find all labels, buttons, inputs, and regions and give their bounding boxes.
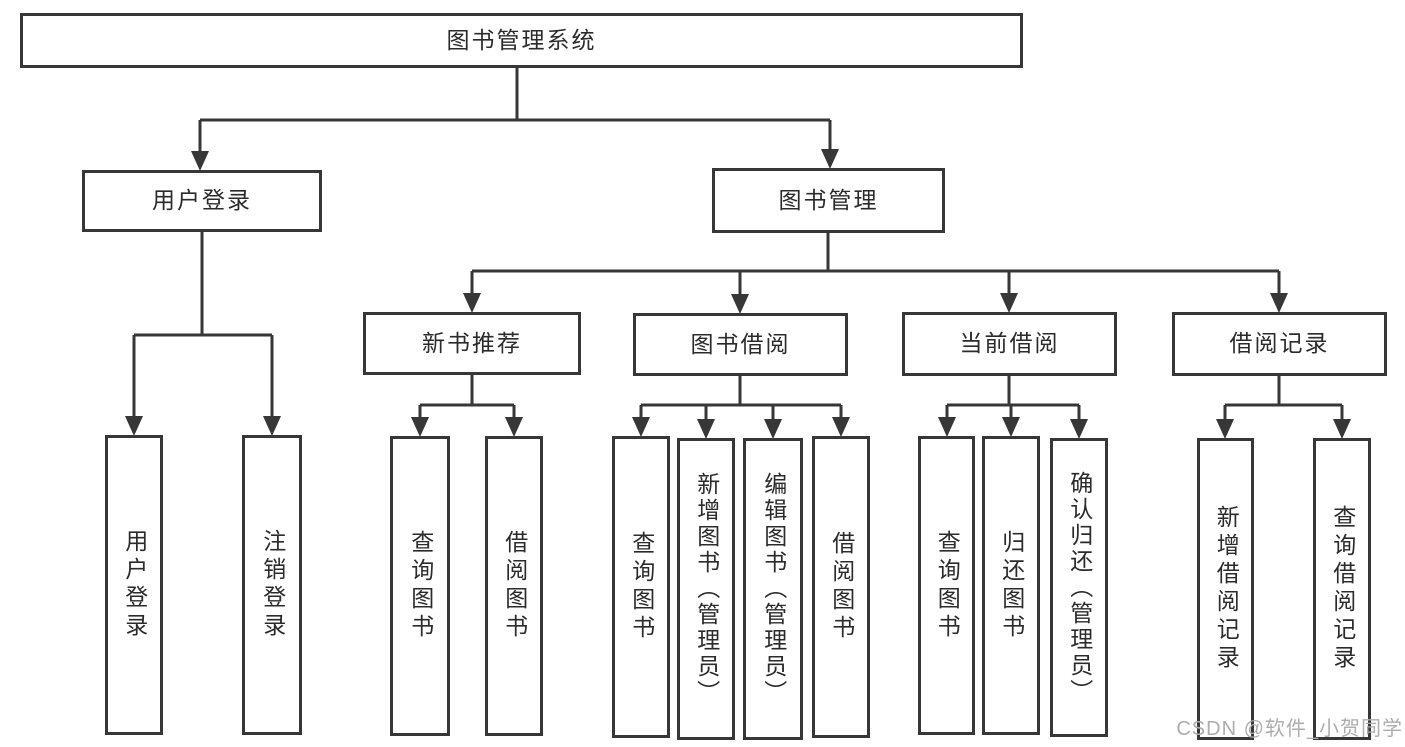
leaf-add-book-admin: 新增图书（管理员） [677,438,735,740]
leaf-borrow-books-borrowing: 借阅图书 [812,436,870,738]
leaf-logout: 注销登录 [242,435,302,735]
leaf-query-books-current: 查询图书 [918,436,975,735]
node-book-borrowing: 图书借阅 [633,313,848,376]
node-user-login: 用户登录 [82,170,322,232]
arrow-down-icon [938,417,956,437]
node-borrowing-records: 借阅记录 [1172,312,1387,376]
node-book-management: 图书管理 [712,168,945,233]
arrow-down-icon [1000,293,1018,313]
arrow-down-icon [1333,419,1351,439]
leaf-edit-book-admin: 编辑图书（管理员） [743,438,803,740]
arrow-down-icon [1270,293,1288,313]
arrow-down-icon [697,419,715,439]
arrow-down-icon [191,151,209,171]
arrow-down-icon [1002,417,1020,437]
arrow-down-icon [764,419,782,439]
csdn-watermark: CSDN @软件_小贺同学 [1176,718,1403,740]
leaf-return-book: 归还图书 [982,436,1040,735]
leaf-confirm-return-admin: 确认归还（管理员） [1050,438,1108,737]
node-new-book-recommendation: 新书推荐 [363,312,581,375]
leaf-query-books-borrowing: 查询图书 [612,436,670,738]
arrow-down-icon [632,417,650,437]
leaf-borrow-books-recommend: 借阅图书 [485,436,543,736]
arrow-down-icon [821,149,839,169]
node-root-library-system: 图书管理系统 [20,13,1023,68]
leaf-user-login: 用户登录 [105,435,163,735]
leaf-query-borrow-record: 查询借阅记录 [1313,438,1371,740]
arrow-down-icon [1070,419,1088,439]
arrow-down-icon [1216,419,1234,439]
node-current-borrowing: 当前借阅 [902,312,1117,376]
arrow-down-icon [505,417,523,437]
arrow-down-icon [731,294,749,314]
arrow-down-icon [832,417,850,437]
arrow-down-icon [463,293,481,313]
arrow-down-icon [263,416,281,436]
leaf-add-borrow-record: 新增借阅记录 [1197,438,1254,740]
arrow-down-icon [125,416,143,436]
leaf-query-books-recommend: 查询图书 [390,436,450,736]
arrow-down-icon [411,417,429,437]
